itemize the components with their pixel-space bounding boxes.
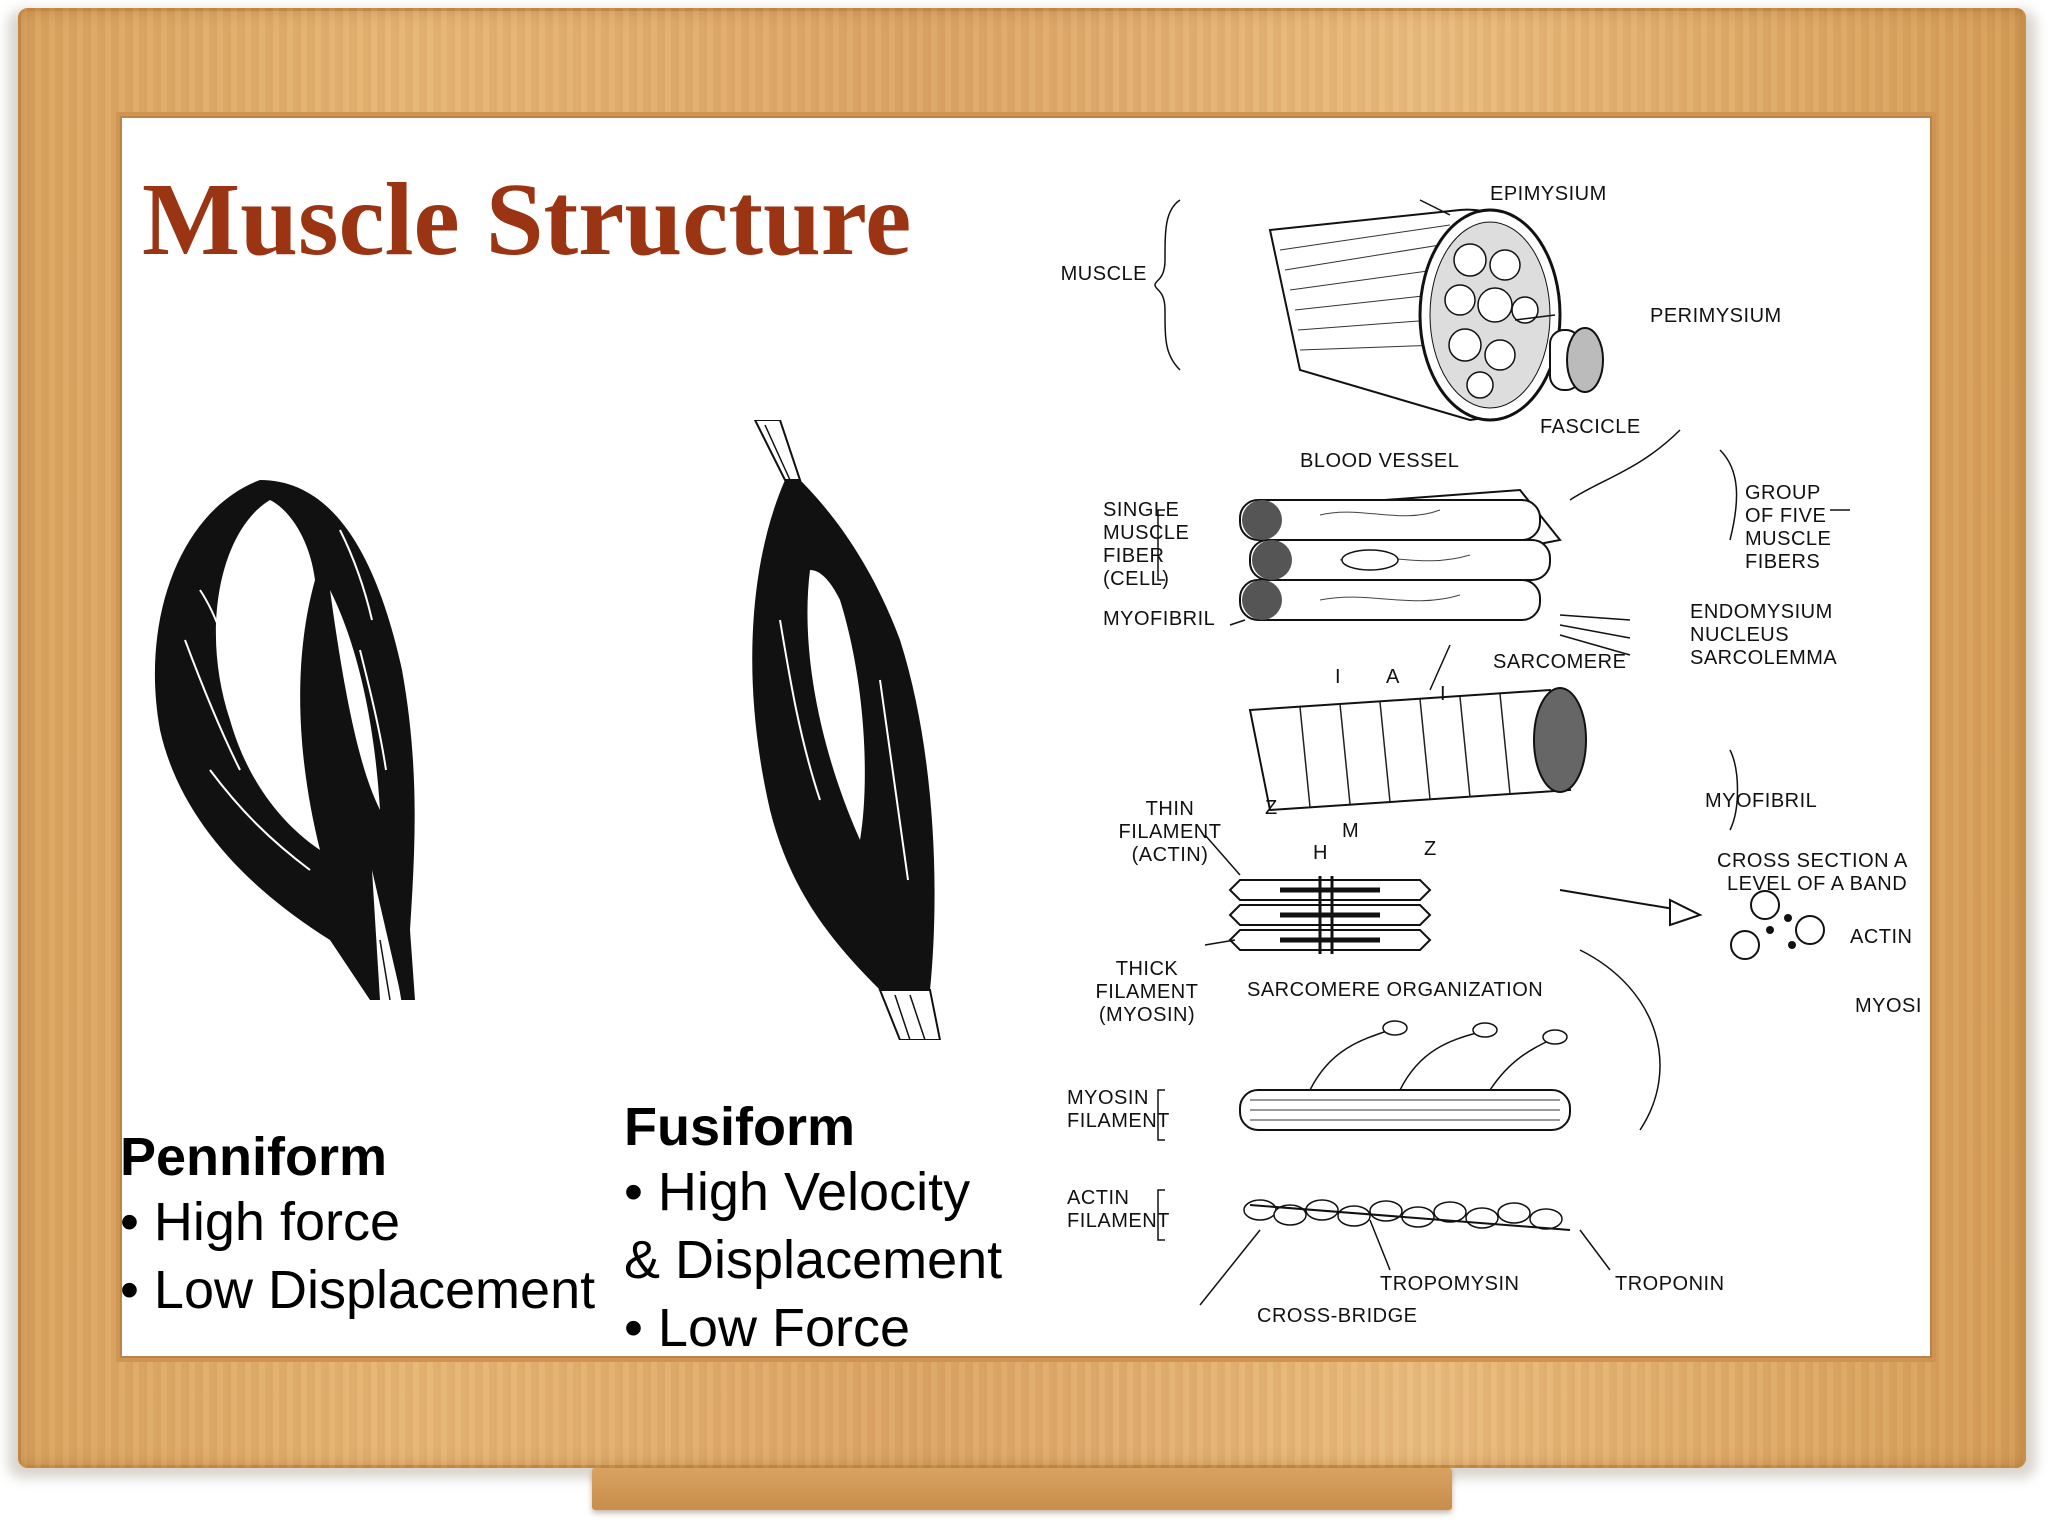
label-single-fiber: (CELL) [1103, 568, 1169, 590]
label-single-fiber: SINGLE [1103, 499, 1179, 521]
fusiform-bullet: • Low Force [624, 1298, 911, 1358]
label-thin-filament: (ACTIN) [1132, 844, 1209, 866]
label-endomysium: ENDOMYSIUM [1690, 601, 1833, 623]
fusiform-bullet: & Displacement [624, 1230, 1003, 1290]
label-blood-vessel: BLOOD VESSEL [1300, 450, 1459, 472]
label-z: Z [1424, 838, 1437, 860]
fusiform-bullet: • High Velocity [624, 1162, 971, 1222]
label-actin-filament: ACTIN [1067, 1187, 1130, 1209]
label-single-fiber: MUSCLE [1103, 522, 1189, 544]
label-band-i: I [1335, 666, 1341, 688]
label-cross-section: CROSS SECTION A [1717, 850, 1908, 872]
label-fascicle: FASCICLE [1540, 416, 1641, 438]
label-band-a: A [1386, 666, 1400, 688]
label-myosin: MYOSI [1855, 995, 1922, 1017]
label-myofibril-left: MYOFIBRIL [1103, 608, 1215, 630]
label-muscle: MUSCLE [1061, 263, 1147, 285]
label-troponin: TROPONIN [1615, 1273, 1725, 1295]
penniform-bullet: • High force [120, 1192, 401, 1252]
cross-section-drawing [1559, 889, 1825, 960]
muscle-drawing [1268, 208, 1604, 422]
label-group-of-five: GROUP [1745, 482, 1821, 504]
label-group-of-five: OF FIVE [1745, 505, 1826, 527]
label-m: M [1342, 820, 1359, 842]
label-sarcomere-organization: SARCOMERE ORGANIZATION [1247, 979, 1543, 1001]
muscle-hierarchy-diagram: EPIMYSIUM MUSCLE PERIMYSIUM FASCICLE BLO… [1061, 183, 1922, 1327]
penniform-bullet: • Low Displacement [120, 1260, 596, 1320]
label-sarcomere: SARCOMERE [1493, 651, 1626, 673]
label-band-i: I [1440, 683, 1446, 705]
filament-drawing [1239, 1020, 1571, 1231]
label-actin-filament: FILAMENT [1067, 1210, 1170, 1232]
label-cross-bridge: CROSS-BRIDGE [1257, 1305, 1417, 1327]
fusiform-caption: Fusiform • High Velocity & Displacement … [624, 1096, 1002, 1362]
muscle-fibers-drawing [1239, 488, 1562, 621]
penniform-heading: Penniform [120, 1127, 388, 1187]
chalk-tray [592, 1468, 1452, 1510]
label-thick-filament: (MYOSIN) [1099, 1004, 1195, 1026]
label-cross-section: LEVEL OF A BAND [1727, 873, 1907, 895]
fusiform-muscle-illustration [752, 420, 942, 1040]
label-thick-filament: THICK [1116, 958, 1179, 980]
label-nucleus: NUCLEUS [1690, 624, 1789, 646]
label-myofibril-right: MYOFIBRIL [1705, 790, 1817, 812]
label-tropomysin: TROPOMYSIN [1380, 1273, 1519, 1295]
label-thin-filament: FILAMENT [1119, 821, 1222, 843]
penniform-muscle-illustration [154, 480, 415, 1001]
label-thin-filament: THIN [1146, 798, 1195, 820]
label-perimysium: PERIMYSIUM [1650, 305, 1782, 327]
label-actin: ACTIN [1850, 926, 1913, 948]
fusiform-heading: Fusiform [624, 1097, 856, 1157]
label-z: Z [1265, 797, 1278, 819]
penniform-caption: Penniform • High force • Low Displacemen… [120, 1126, 595, 1324]
label-sarcolemma: SARCOLEMMA [1690, 647, 1837, 669]
label-thick-filament: FILAMENT [1096, 981, 1199, 1003]
label-myosin-filament: MYOSIN [1067, 1087, 1149, 1109]
slide-title: Muscle Structure [142, 162, 912, 277]
leader-lines [1154, 199, 1850, 1306]
label-single-fiber: FIBER [1103, 545, 1164, 567]
sarcomere-organization-drawing [1228, 876, 1432, 954]
label-myosin-filament: FILAMENT [1067, 1110, 1170, 1132]
myofibril-drawing [1248, 687, 1587, 812]
whiteboard [120, 116, 1932, 1358]
label-group-of-five: MUSCLE [1745, 528, 1831, 550]
label-epimysium: EPIMYSIUM [1490, 183, 1607, 205]
label-group-of-five: FIBERS [1745, 551, 1820, 573]
label-h: H [1313, 842, 1328, 864]
